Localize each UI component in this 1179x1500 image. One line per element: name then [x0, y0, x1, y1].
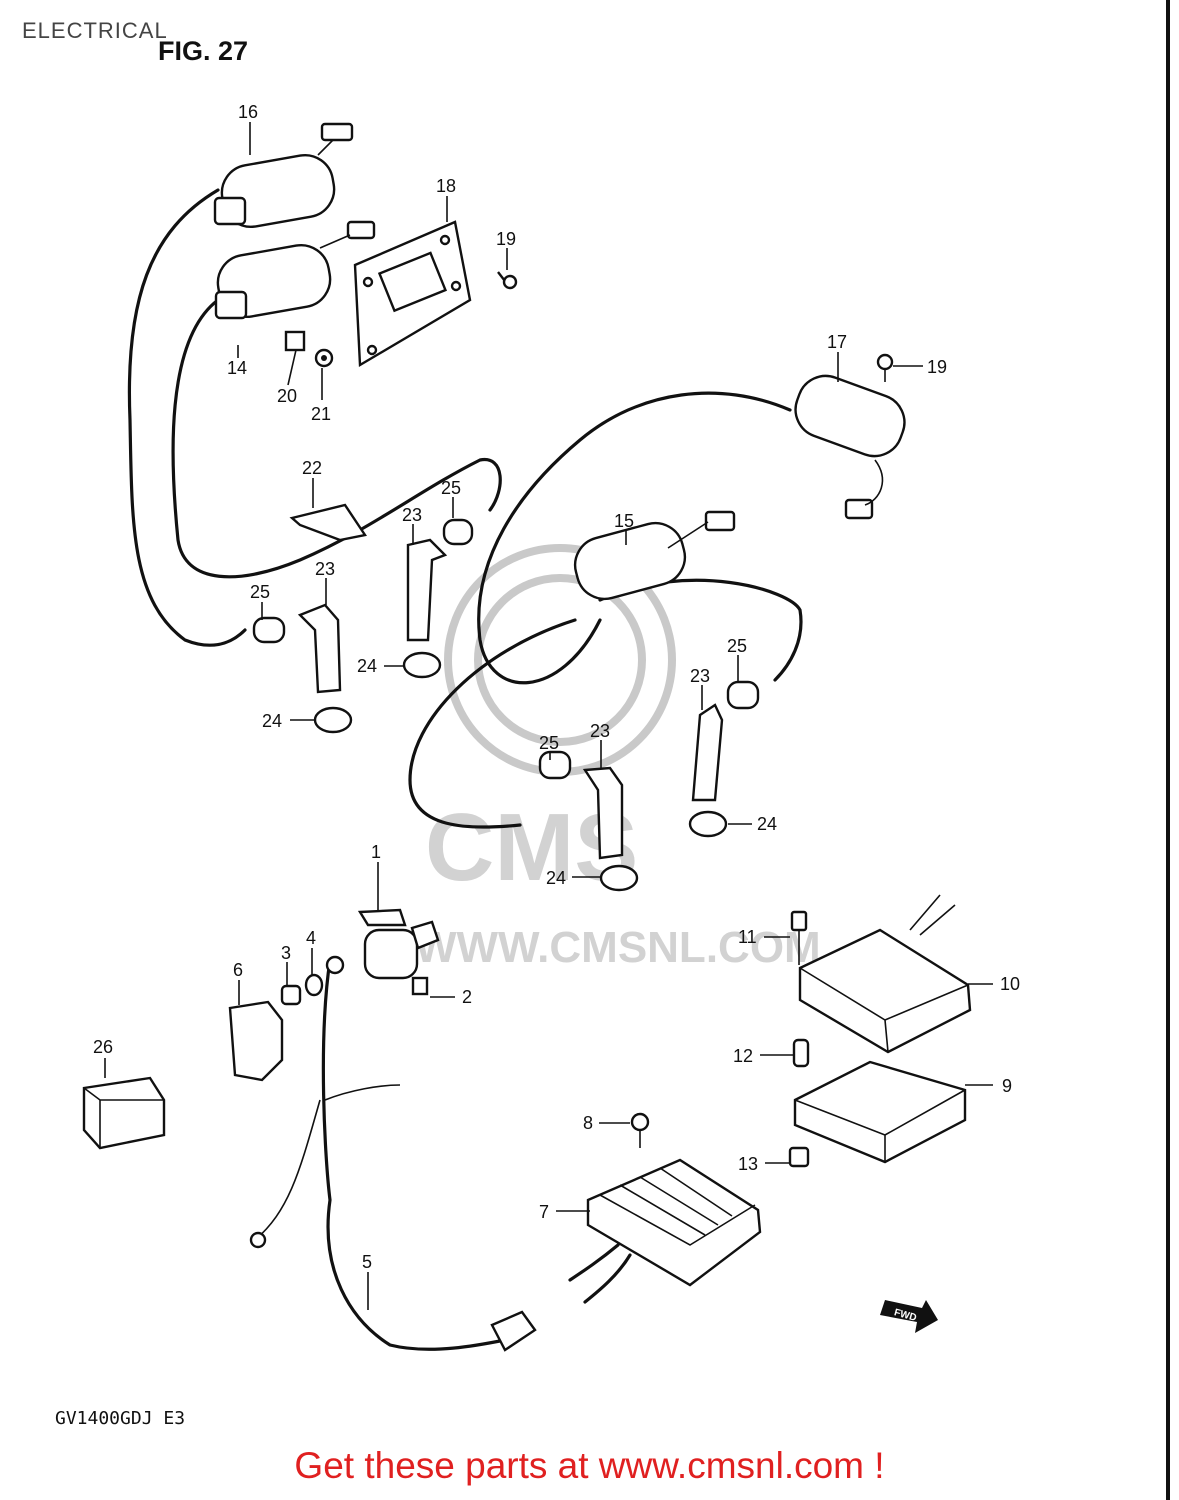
right-border: [1166, 0, 1170, 1500]
watermark: CMS WWW.CMSNL.COM: [415, 544, 821, 972]
part-number: 25: [727, 636, 747, 656]
part-number: 19: [496, 229, 516, 249]
part-number: 19: [927, 357, 947, 377]
part-number: 8: [583, 1113, 593, 1133]
part-number: 16: [238, 102, 258, 122]
starter-relay: [280, 908, 440, 1006]
part-number: 21: [311, 404, 331, 424]
wire-clamp: [289, 503, 367, 542]
part-number: 18: [436, 176, 456, 196]
part-number: 4: [306, 928, 316, 948]
part-number: 9: [1002, 1076, 1012, 1096]
figure-number: FIG. 27: [158, 36, 249, 66]
part-number: 13: [738, 1154, 758, 1174]
watermark-text: WWW.CMSNL.COM: [415, 923, 821, 972]
wire-terminals: [252, 518, 760, 780]
part-number: 20: [277, 386, 297, 406]
part-number: 12: [733, 1046, 753, 1066]
part-number-labels: 16 18 19 14 20 21 17 19 22 25 23 15 25 2…: [93, 102, 1020, 1272]
ignition-coil-17: [794, 374, 906, 520]
part-number: 17: [827, 332, 847, 352]
part-number: 26: [93, 1037, 113, 1057]
igniter-unit-9: [793, 1060, 967, 1164]
part-number: 25: [441, 478, 461, 498]
promo-link[interactable]: Get these parts at www.cmsnl.com !: [294, 1445, 885, 1486]
spacers: [788, 910, 810, 1168]
regulator-rectifier: [568, 1158, 762, 1304]
relay-cover: [228, 1000, 284, 1082]
plug-seals: [313, 651, 728, 892]
fuse-box: [82, 1076, 166, 1150]
ignition-coil-14: [214, 220, 376, 320]
part-number: 24: [757, 814, 777, 834]
fwd-arrow-icon: FWD: [880, 1300, 938, 1333]
part-number: 24: [357, 656, 377, 676]
fasteners: [284, 271, 894, 1148]
part-number: 14: [227, 358, 247, 378]
part-number: 1: [371, 842, 381, 862]
battery-cable-terminal: [249, 1231, 537, 1352]
part-number: 15: [614, 511, 634, 531]
ignition-coil-16: [213, 122, 354, 229]
part-number: 25: [250, 582, 270, 602]
part-number: 22: [302, 458, 322, 478]
part-number: 24: [546, 868, 566, 888]
part-number: 5: [362, 1252, 372, 1272]
part-number: 23: [690, 666, 710, 686]
igniter-unit-10: [798, 894, 972, 1054]
part-number: 24: [262, 711, 282, 731]
section-title: ELECTRICAL: [22, 18, 168, 43]
part-number: 2: [462, 987, 472, 1007]
part-number: 10: [1000, 974, 1020, 994]
plug-caps: [297, 538, 724, 860]
leader-lines: [104, 122, 993, 1310]
part-number: 11: [738, 927, 757, 947]
part-number: 7: [539, 1202, 549, 1222]
model-code: GV1400GDJ E3: [55, 1408, 186, 1429]
part-number: 3: [281, 943, 291, 963]
coil-bracket: [353, 220, 472, 368]
part-number: 23: [315, 559, 335, 579]
part-number: 6: [233, 960, 243, 980]
part-number: 23: [590, 721, 610, 741]
ignition-coil-15: [573, 510, 736, 601]
hv-wires: [127, 188, 803, 1351]
part-number: 23: [402, 505, 422, 525]
part-number: 25: [539, 733, 559, 753]
